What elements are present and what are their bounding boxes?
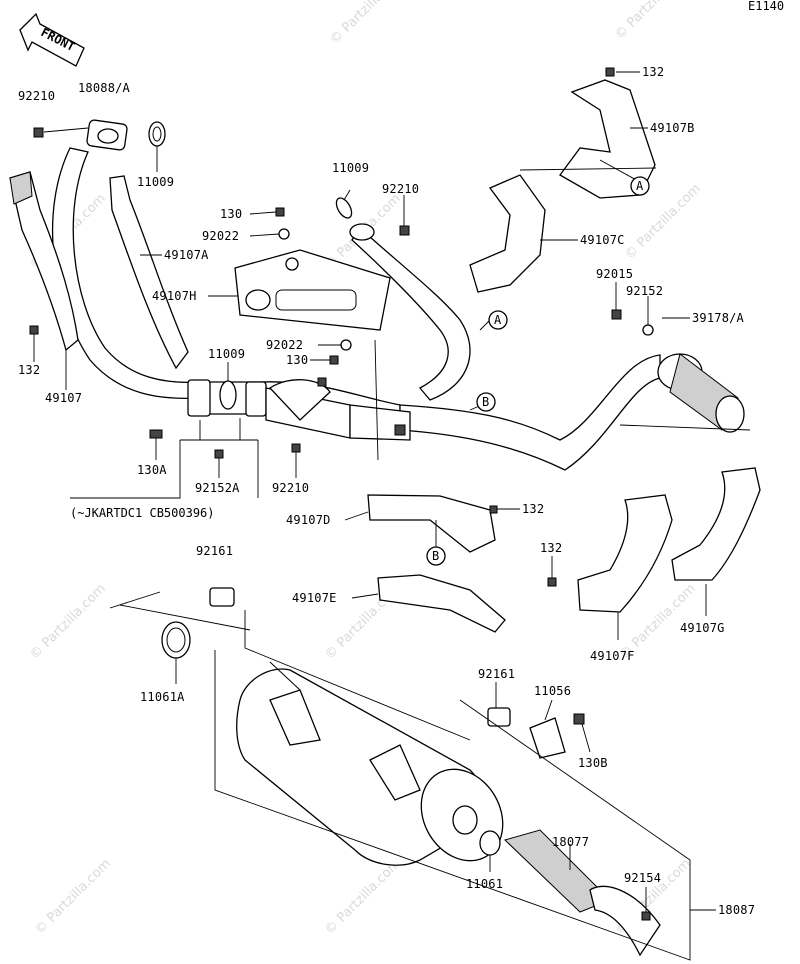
header-pipes xyxy=(51,119,745,471)
muffler xyxy=(161,587,661,957)
part-labels: 132 49107B 92210 18088/A 11009 11009 922… xyxy=(18,65,755,917)
part-label: 92152A xyxy=(195,481,240,495)
part-label: 92022 xyxy=(266,338,303,352)
callout-markers: A A B B xyxy=(426,176,650,566)
part-label: 92210 xyxy=(272,481,309,495)
part-label: 49107A xyxy=(164,248,209,262)
part-label: 49107E xyxy=(292,591,337,605)
part-label: 92152 xyxy=(626,284,663,298)
callout-letter: A xyxy=(636,179,644,193)
part-label: 11009 xyxy=(137,175,174,189)
part-label: 92161 xyxy=(196,544,233,558)
part-label: 132 xyxy=(540,541,562,555)
part-label: 11056 xyxy=(534,684,571,698)
part-label: 92161 xyxy=(478,667,515,681)
part-label: 49107G xyxy=(680,621,725,635)
leader-lines xyxy=(33,71,751,961)
part-label: 49107C xyxy=(580,233,625,247)
part-label: 92210 xyxy=(382,182,419,196)
part-label: 130B xyxy=(578,756,608,770)
part-label: 18088/A xyxy=(78,81,131,95)
watermark: © Partzilla.com xyxy=(27,581,109,663)
heat-shields xyxy=(9,79,761,633)
part-label: 11061 xyxy=(466,877,503,891)
part-label: 11009 xyxy=(208,347,245,361)
part-label: 49107 xyxy=(45,391,82,405)
watermark: © Partzilla.com xyxy=(327,0,409,48)
figure-code: E1140 xyxy=(748,0,784,13)
callout-letter: B xyxy=(432,549,439,563)
watermark: © Partzilla.com xyxy=(32,856,114,938)
part-label: 130 xyxy=(286,353,308,367)
part-label: 92022 xyxy=(202,229,239,243)
part-label: 130A xyxy=(137,463,167,477)
part-label: 39178/A xyxy=(692,311,745,325)
part-label: 92015 xyxy=(596,267,633,281)
part-label: 49107B xyxy=(650,121,695,135)
watermark: © Partzilla.com xyxy=(612,0,694,43)
part-label: 92154 xyxy=(624,871,661,885)
part-label: 132 xyxy=(642,65,664,79)
part-label: 11061A xyxy=(140,690,185,704)
front-arrow: FRONT xyxy=(19,12,85,67)
part-label: 49107D xyxy=(286,513,331,527)
part-label: 18077 xyxy=(552,835,589,849)
part-label: 130 xyxy=(220,207,242,221)
serial-note: (~JKARTDC1 CB500396) xyxy=(70,506,215,520)
part-label: 92210 xyxy=(18,89,55,103)
fasteners xyxy=(29,67,654,587)
part-label: 49107F xyxy=(590,649,635,663)
part-label: 132 xyxy=(18,363,40,377)
part-label: 132 xyxy=(522,502,544,516)
watermark: © Partzilla.com xyxy=(322,856,404,938)
part-label: 11009 xyxy=(332,161,369,175)
callout-letter: A xyxy=(494,313,502,327)
part-label: 18087 xyxy=(718,903,755,917)
part-label: 49107H xyxy=(152,289,197,303)
callout-letter: B xyxy=(482,395,489,409)
